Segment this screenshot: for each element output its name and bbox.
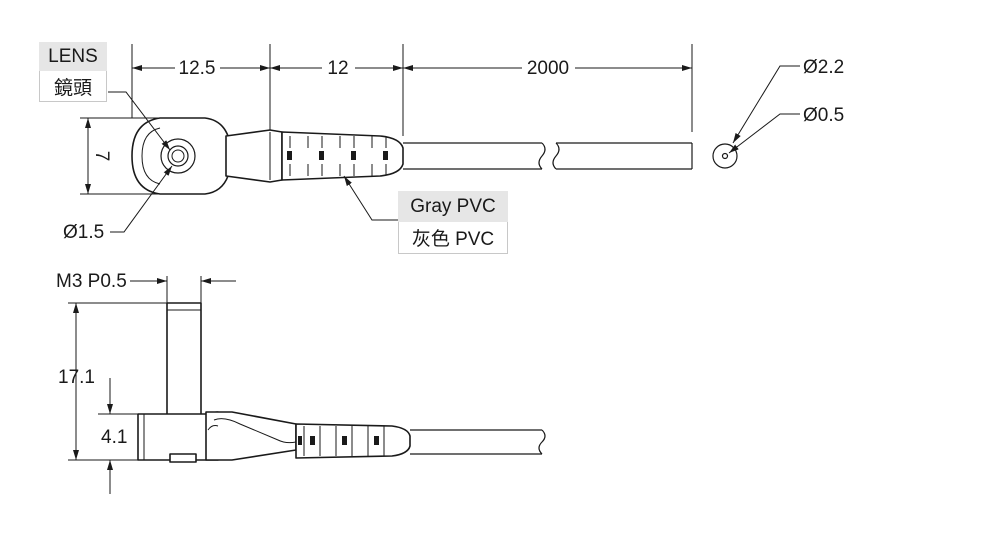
dim-thread: M3 P0.5 xyxy=(56,271,127,292)
dim-head-height: 7 xyxy=(91,151,112,162)
cable-label-en: Gray PVC xyxy=(398,191,508,222)
lens-label-en: LENS xyxy=(39,42,107,71)
cable-label-zh: 灰色 PVC xyxy=(398,222,508,254)
lens-aperture xyxy=(167,145,189,167)
dim-sleeve-length: 12 xyxy=(327,58,348,79)
dim-base-height: 4.1 xyxy=(101,427,127,448)
dim-head-height-lines xyxy=(80,117,160,195)
top-extension-lines xyxy=(131,44,693,136)
dim-lens-dia: Ø1.5 xyxy=(63,222,104,243)
dim-cable-length: 2000 xyxy=(527,58,569,79)
side-strain-relief-ribs xyxy=(298,426,385,456)
side-view-sensor xyxy=(137,302,546,463)
cable-top xyxy=(403,142,693,170)
dim-total-height: 17.1 xyxy=(58,367,95,388)
leader-lines xyxy=(108,65,800,233)
cable-cross-section xyxy=(712,143,738,169)
lens-outer-ring xyxy=(160,138,196,174)
dim-cable-dia: Ø2.2 xyxy=(803,57,844,78)
top-view-sensor xyxy=(131,117,693,195)
strain-relief-ribs xyxy=(287,136,388,176)
side-dimension-lines xyxy=(68,276,236,494)
dim-core-dia: Ø0.5 xyxy=(803,105,844,126)
dim-head-length: 12.5 xyxy=(179,58,216,79)
lens-label-zh: 鏡頭 xyxy=(39,71,107,102)
